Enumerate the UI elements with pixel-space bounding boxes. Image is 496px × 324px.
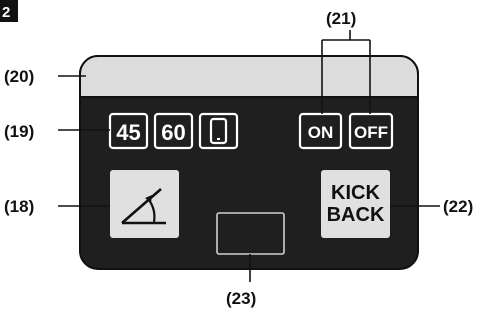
callout-18: (18) [4, 197, 34, 216]
leader-21 [321, 30, 371, 114]
display-window [79, 55, 419, 98]
on-label: ON [308, 123, 334, 142]
bevel-angle-icon [121, 188, 166, 225]
angle-60-key[interactable]: 60 [153, 112, 194, 150]
figure-number: 2 [2, 4, 10, 21]
mobile-key[interactable] [198, 112, 239, 150]
kickback-label-line2: BACK [327, 204, 385, 226]
angle-45-key[interactable]: 45 [108, 112, 149, 150]
on-key[interactable]: ON [298, 112, 343, 150]
callout-21: (21) [326, 9, 356, 28]
angle-60-label: 60 [161, 120, 185, 145]
callout-23: (23) [226, 289, 256, 308]
callout-20: (20) [4, 67, 34, 86]
kickback-label-line1: KICK [331, 182, 380, 204]
kickback-button[interactable]: KICK BACK [321, 170, 390, 238]
mobile-phone-icon [209, 117, 228, 145]
callout-22: (22) [443, 197, 473, 216]
off-label: OFF [354, 123, 388, 142]
angle-45-label: 45 [116, 120, 140, 145]
callout-19: (19) [4, 122, 34, 141]
off-key[interactable]: OFF [348, 112, 394, 150]
figure-number-badge: 2 [0, 0, 18, 22]
bevel-button[interactable] [110, 170, 179, 238]
